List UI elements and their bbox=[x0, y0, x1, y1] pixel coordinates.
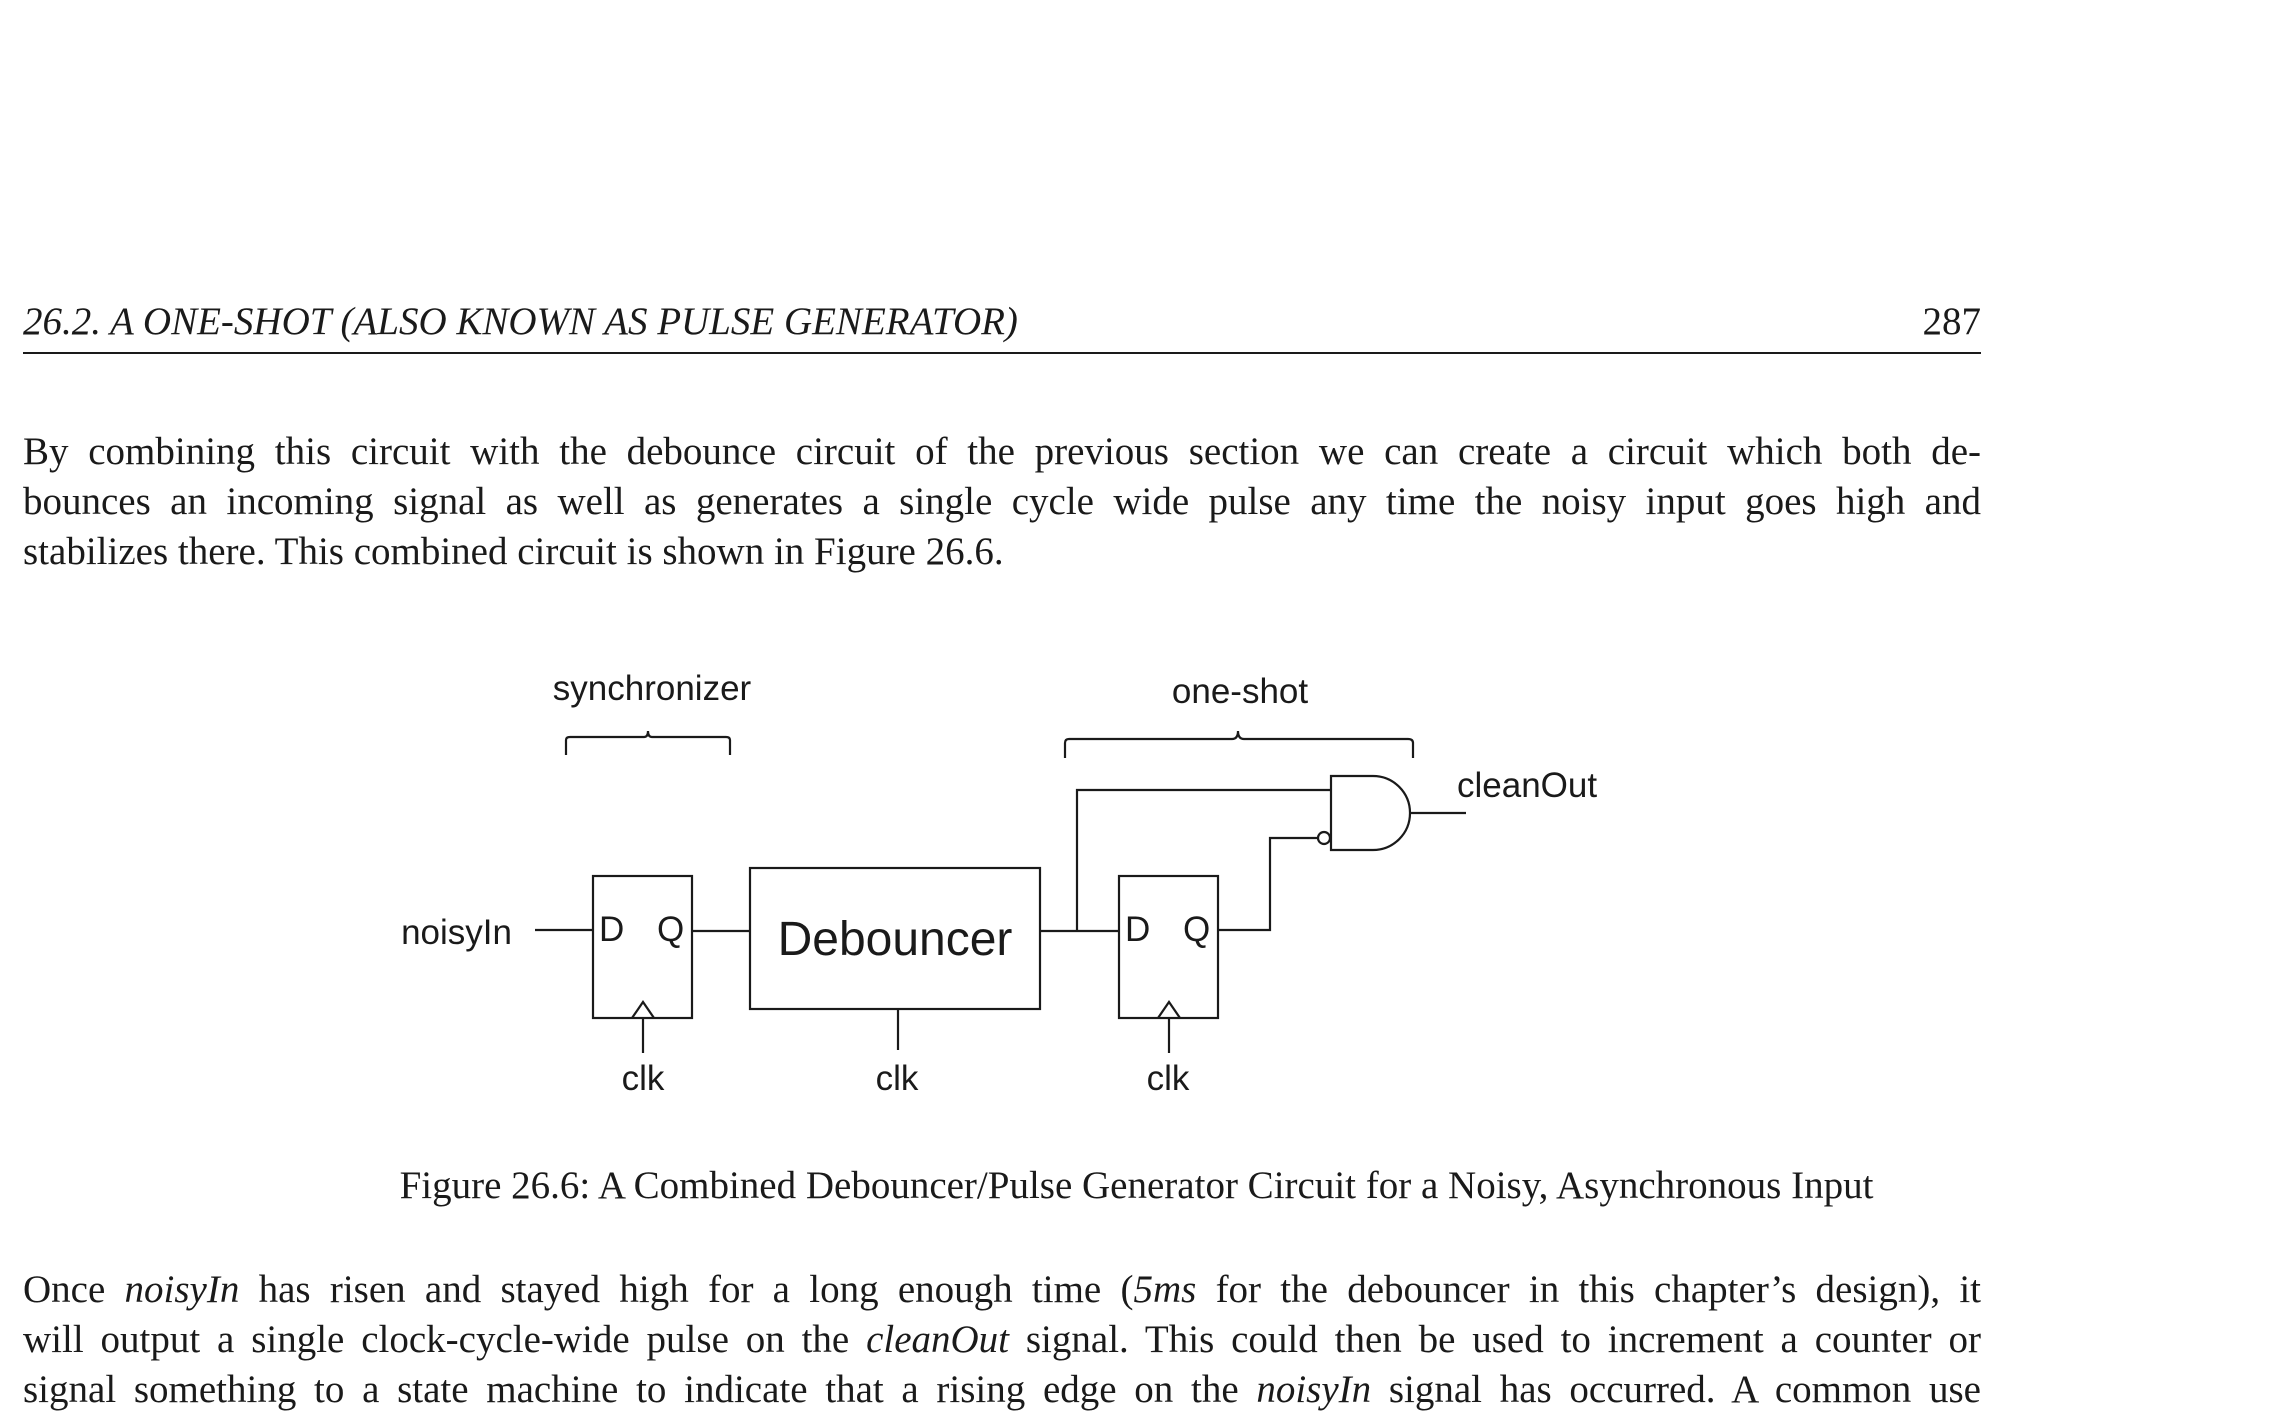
inverter-bubble bbox=[1316, 830, 1332, 846]
page-number: 287 bbox=[1922, 300, 1982, 343]
debouncer-label: Debouncer bbox=[778, 913, 1013, 966]
ff1-clock-triangle bbox=[631, 1000, 655, 1019]
text-run: signal something to a state machine to i… bbox=[23, 1368, 1257, 1411]
clean-out-label: cleanOut bbox=[1457, 766, 1597, 805]
intro-paragraph: By combining this circuit with the debou… bbox=[23, 427, 1981, 577]
paragraph-line: Once noisyIn has risen and stayed high f… bbox=[23, 1265, 1981, 1315]
noisy-in-term: noisyIn bbox=[124, 1268, 240, 1311]
paragraph-line: By combining this circuit with the debou… bbox=[23, 430, 1981, 473]
ff2-q-pin: Q bbox=[1183, 910, 1210, 949]
body-paragraph: Once noisyIn has risen and stayed high f… bbox=[23, 1265, 1981, 1415]
text-run: will output a single clock-cycle-wide pu… bbox=[23, 1318, 867, 1361]
text-run: has risen and stayed high for a long eno… bbox=[239, 1268, 1134, 1311]
ff1-q-pin: Q bbox=[657, 910, 684, 949]
synchronizer-label: synchronizer bbox=[553, 669, 752, 708]
text-run: signal. This could then be used to incre… bbox=[1009, 1318, 1981, 1361]
one-shot-label: one-shot bbox=[1172, 672, 1308, 711]
clean-out-term: cleanOut bbox=[866, 1318, 1010, 1361]
noisy-in-label: noisyIn bbox=[401, 913, 512, 952]
paragraph-line: signal something to a state machine to i… bbox=[23, 1365, 1981, 1415]
paragraph-line: bounces an incoming signal as well as ge… bbox=[23, 480, 1981, 523]
paragraph-line: stabilizes there. This combined circuit … bbox=[23, 530, 1004, 573]
ff2-d-pin: D bbox=[1125, 910, 1150, 949]
and-top-input-wire bbox=[1075, 788, 1331, 931]
clk-label-3: clk bbox=[1147, 1059, 1190, 1098]
noisy-in-term: noisyIn bbox=[1256, 1368, 1372, 1411]
synchronizer-brace bbox=[564, 730, 732, 755]
and-gate bbox=[1329, 774, 1412, 852]
text-run: signal has occurred. A common use bbox=[1371, 1368, 1981, 1411]
clk-label-1: clk bbox=[622, 1059, 665, 1098]
section-title: 26.2. A ONE-SHOT (ALSO KNOWN AS PULSE GE… bbox=[23, 300, 1018, 343]
ff2-q-to-and-wire bbox=[1218, 836, 1318, 932]
duration-value: 5ms bbox=[1133, 1268, 1197, 1311]
ff2-clock-triangle bbox=[1157, 1000, 1181, 1019]
text-run: Once bbox=[23, 1268, 125, 1311]
ff1-d-pin: D bbox=[599, 910, 624, 949]
debouncer-block bbox=[748, 866, 1042, 1011]
paragraph-line: will output a single clock-cycle-wide pu… bbox=[23, 1315, 1981, 1365]
running-header: 26.2. A ONE-SHOT (ALSO KNOWN AS PULSE GE… bbox=[23, 296, 1981, 354]
figure-caption: Figure 26.6: A Combined Debouncer/Pulse … bbox=[399, 1164, 1874, 1207]
clk-label-2: clk bbox=[876, 1059, 919, 1098]
one-shot-brace bbox=[1063, 730, 1415, 758]
text-run: for the debouncer in this chapter’s desi… bbox=[1196, 1268, 1981, 1311]
